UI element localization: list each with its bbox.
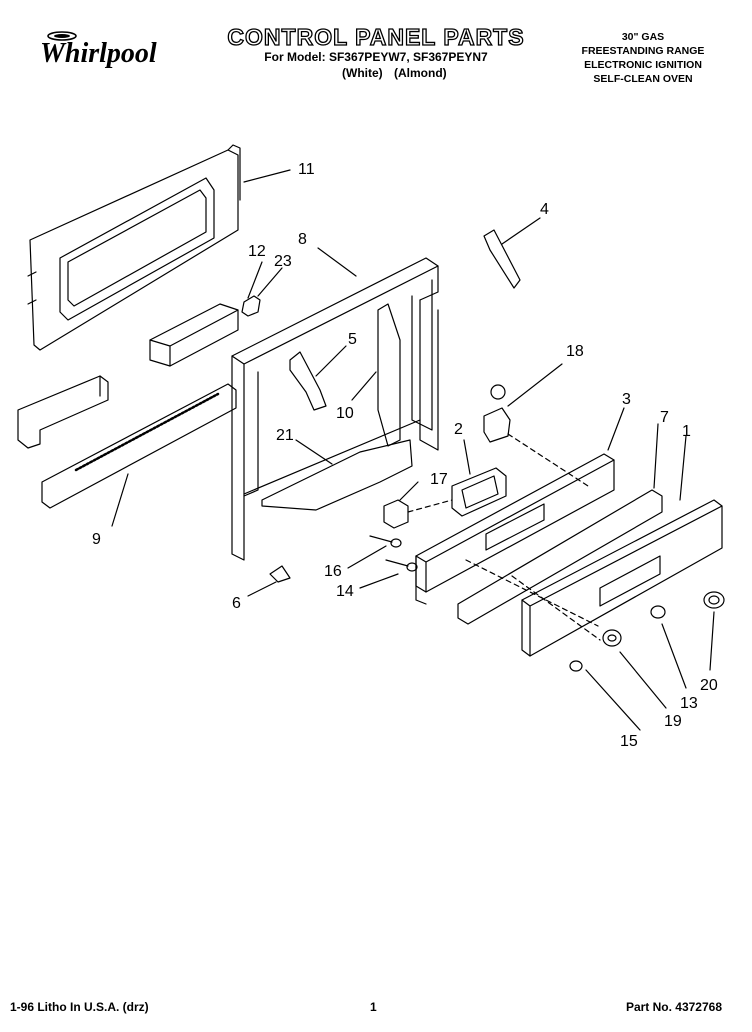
callout-11: 11 — [298, 161, 315, 178]
desc-line: ELECTRONIC IGNITION — [584, 59, 702, 71]
callout-15: 15 — [620, 733, 638, 750]
desc-line: 30" GAS — [621, 31, 665, 43]
part-2-display — [451, 467, 507, 517]
part-16-igniter — [369, 535, 402, 548]
callout-12: 12 — [248, 243, 266, 260]
callout-19: 19 — [664, 713, 682, 730]
part-19-knob — [602, 629, 622, 647]
callout-3: 3 — [622, 391, 631, 408]
callout-14: 14 — [336, 583, 354, 600]
part-12-insulation — [149, 303, 239, 367]
page-number: 1 — [370, 1000, 377, 1014]
model-numbers: For Model: SF367PEYW7, SF367PEYN7 — [264, 50, 488, 64]
callout-6: 6 — [232, 595, 241, 612]
callout-17: 17 — [430, 471, 448, 488]
leader-arrows — [111, 169, 715, 731]
logo-wordmark: Whirlpool — [40, 38, 157, 69]
callout-18: 18 — [566, 343, 584, 360]
callout-2: 2 — [454, 421, 463, 438]
part-5-bracket — [289, 351, 327, 411]
callout-8: 8 — [298, 231, 307, 248]
callout-23: 23 — [274, 253, 292, 270]
part-15-button — [569, 660, 583, 672]
part-number: Part No. 4372768 — [625, 1000, 722, 1014]
part-4-end-cap — [483, 229, 521, 289]
part-1-front-panel — [521, 499, 723, 657]
callout-4: 4 — [540, 201, 549, 218]
part-6-clip — [269, 565, 291, 583]
whirlpool-logo: Whirlpool — [40, 31, 157, 69]
desc-line: FREESTANDING RANGE — [581, 45, 705, 57]
part-3-inner-panel — [415, 453, 615, 605]
part-8-main-frame — [231, 257, 439, 561]
part-9-vent-strip — [41, 383, 237, 509]
desc-line: SELF-CLEAN OVEN — [593, 73, 693, 85]
part-13-knob — [650, 605, 666, 619]
part-21-heat-shield — [261, 439, 413, 511]
part-7-trim — [457, 489, 663, 625]
callout-7: 7 — [660, 409, 669, 426]
assembly-lines — [407, 433, 601, 641]
callout-5: 5 — [348, 331, 357, 348]
callout-10: 10 — [336, 405, 354, 422]
part-10-side-bracket — [377, 303, 401, 447]
product-description: 30" GAS FREESTANDING RANGE ELECTRONIC IG… — [568, 30, 718, 86]
part-14-igniter — [385, 559, 418, 572]
callout-1: 1 — [682, 423, 691, 440]
callout-13: 13 — [680, 695, 698, 712]
variant-white: (White) — [342, 66, 383, 80]
part-23-clip — [241, 295, 261, 317]
variant-almond: (Almond) — [394, 66, 447, 80]
callout-9: 9 — [92, 531, 101, 548]
page-title: CONTROL PANEL PARTS — [227, 23, 525, 50]
callout-20: 20 — [700, 677, 718, 694]
callout-labels: 11 12 23 8 4 5 10 18 3 7 1 2 21 17 9 16 … — [92, 161, 718, 750]
color-variants: (White) (Almond) — [342, 66, 455, 80]
part-18-switch — [483, 384, 511, 443]
channel-bracket — [17, 375, 109, 449]
print-info: 1-96 Litho In U.S.A. (drz) — [10, 1000, 149, 1014]
part-20-knob — [703, 591, 725, 609]
callout-16: 16 — [324, 563, 342, 580]
callout-21: 21 — [276, 427, 294, 444]
part-11-rear-panel — [27, 144, 241, 351]
part-17-terminal — [383, 499, 409, 529]
